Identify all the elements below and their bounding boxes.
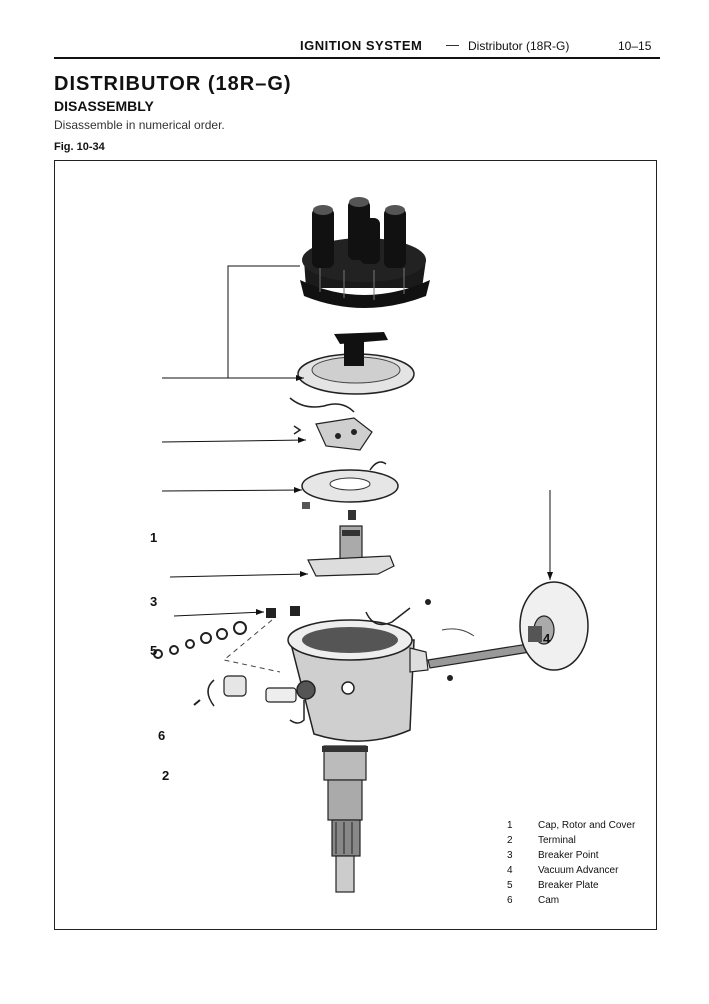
vacuum-advancer [365,581,589,681]
distributor-shaft [322,745,368,893]
callout-4: 4 [543,631,551,646]
condenser [193,675,247,707]
header-dash: — [446,37,459,52]
figure-label: Fig. 10-34 [54,141,105,153]
figure-frame [54,160,657,930]
header-section: IGNITION SYSTEM [300,38,423,53]
callout-3: 3 [150,594,158,609]
leader-lines [161,265,551,617]
lead-wire [289,397,355,413]
distributor-housing [265,619,429,742]
header-subsection: Distributor (18R-G) [468,39,570,53]
terminal-parts [153,606,300,673]
distributor-exploded-diagram [153,197,589,893]
rotor-and-cover [297,332,415,395]
instruction-text: Disassemble in numerical order. [54,118,225,132]
callout-2: 2 [162,768,170,783]
callout-layer: 1 3 5 6 2 4 [54,160,657,930]
breaker-plate [301,461,399,509]
distributor-cap [300,197,430,308]
callout-5: 5 [150,643,158,658]
page-number: 10–15 [618,39,652,53]
arrow-heads [256,375,553,615]
breaker-point [293,417,373,451]
callout-6: 6 [158,728,166,743]
page-title: DISTRIBUTOR (18R–G) [54,73,292,95]
section-subtitle: DISASSEMBLY [54,98,154,114]
cam [307,510,395,577]
header-rule [54,57,660,59]
callout-1: 1 [150,530,158,545]
